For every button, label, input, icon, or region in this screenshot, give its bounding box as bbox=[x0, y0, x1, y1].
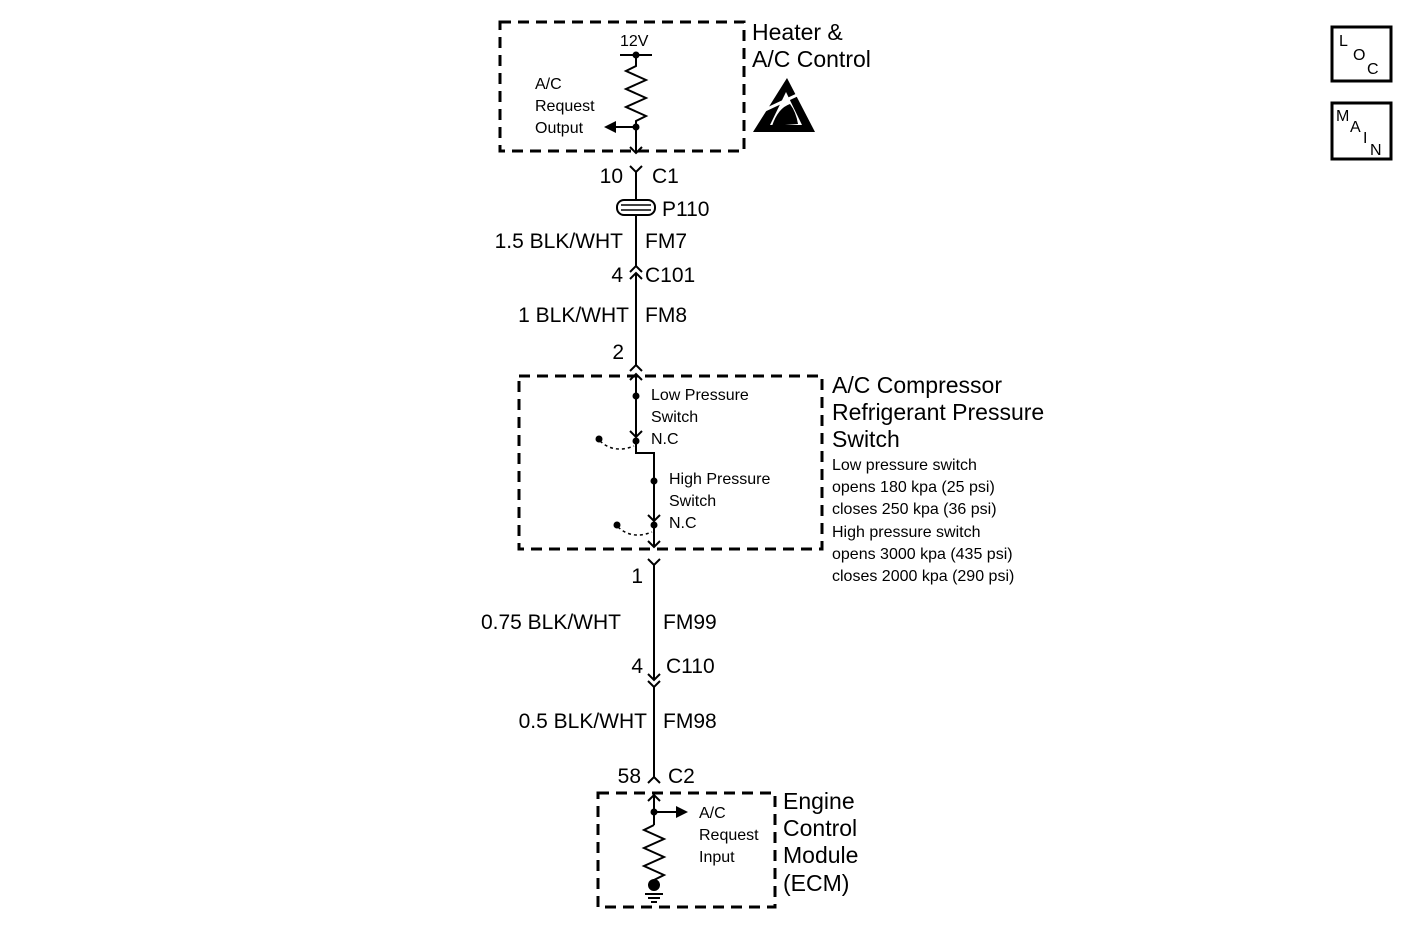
loc-button[interactable]: L O C bbox=[1330, 25, 1393, 83]
wire-fm8-circuit: FM8 bbox=[645, 304, 687, 327]
spec-line-3: closes 250 kpa (36 psi) bbox=[832, 501, 997, 518]
pressure-switch-title-2: Refrigerant Pressure bbox=[832, 399, 1044, 425]
heater-control-title-2: A/C Control bbox=[752, 46, 871, 72]
wire-fm7-circuit: FM7 bbox=[645, 230, 687, 253]
lower-harness: 1 0.75 BLK/WHT FM99 4 C110 0.5 BLK/WHT F… bbox=[481, 540, 717, 802]
c110-top-chevron bbox=[647, 673, 661, 682]
pullup-resistor bbox=[623, 55, 649, 153]
ecm-title-2: Control bbox=[783, 815, 857, 841]
input-label-3: Input bbox=[699, 849, 735, 866]
switch-bottom-pin: 1 bbox=[631, 565, 643, 588]
low-switch-blade bbox=[599, 440, 635, 450]
ecm-title-1: Engine bbox=[783, 788, 855, 814]
c110-name: C110 bbox=[666, 655, 715, 678]
low-switch-label-2: Switch bbox=[651, 409, 698, 426]
c110-bottom-chevron bbox=[647, 680, 661, 689]
c1-name: C1 bbox=[652, 165, 679, 188]
output-arrow-icon bbox=[604, 121, 616, 133]
high-switch-blade bbox=[617, 526, 653, 536]
c2-pin: 58 bbox=[618, 765, 641, 788]
ecm-box bbox=[596, 791, 777, 909]
high-switch-state: N.C bbox=[669, 515, 697, 532]
pressure-switch-box bbox=[517, 374, 824, 551]
heater-ac-control: 12V A/C Request Output Heater & A/C Cont… bbox=[498, 19, 871, 153]
high-switch-label-1: High Pressure bbox=[669, 471, 770, 488]
p110-name: P110 bbox=[662, 198, 710, 221]
c1-pin: 10 bbox=[600, 165, 623, 188]
engine-control-module: A/C Request Input Engine Control Module … bbox=[596, 788, 858, 909]
switch-bottom-chevron-1 bbox=[647, 540, 661, 549]
refrigerant-pressure-switch: Low Pressure Switch N.C High Pressure Sw… bbox=[517, 372, 1044, 585]
loc-letter-o: O bbox=[1353, 47, 1365, 64]
pressure-switch-title-1: A/C Compressor bbox=[832, 372, 1002, 398]
loc-letter-l: L bbox=[1339, 33, 1348, 50]
wire-fm7-spec: 1.5 BLK/WHT bbox=[495, 230, 624, 253]
heater-control-title-1: Heater & bbox=[752, 19, 843, 45]
switch-bottom-chevron-2 bbox=[647, 558, 661, 567]
ecm-title-4: (ECM) bbox=[783, 870, 849, 896]
spec-line-4: High pressure switch bbox=[832, 524, 981, 541]
pressure-switch-title-3: Switch bbox=[832, 426, 900, 452]
ground-node bbox=[648, 879, 660, 891]
main-letter-i: I bbox=[1363, 130, 1367, 147]
c101-pin: 4 bbox=[611, 264, 623, 287]
esd-warning-icon bbox=[753, 78, 815, 132]
spec-line-1: Low pressure switch bbox=[832, 457, 977, 474]
output-label-2: Request bbox=[535, 98, 595, 115]
wire-fm98-circuit: FM98 bbox=[663, 710, 717, 733]
spec-line-5: opens 3000 kpa (435 psi) bbox=[832, 546, 1013, 563]
low-switch-state: N.C bbox=[651, 431, 679, 448]
c2-name: C2 bbox=[668, 765, 695, 788]
input-arrow-icon bbox=[676, 806, 688, 818]
wire-fm98-spec: 0.5 BLK/WHT bbox=[519, 710, 648, 733]
input-label-2: Request bbox=[699, 827, 759, 844]
output-label-1: A/C bbox=[535, 76, 562, 93]
main-letter-m: M bbox=[1336, 108, 1349, 125]
c110-pin: 4 bbox=[631, 655, 643, 678]
low-switch-label-1: Low Pressure bbox=[651, 387, 749, 404]
spec-line-6: closes 2000 kpa (290 psi) bbox=[832, 568, 1014, 585]
output-label-3: Output bbox=[535, 120, 584, 137]
wire-fm8-spec: 1 BLK/WHT bbox=[518, 304, 629, 327]
switch-top-chevron-1 bbox=[629, 363, 643, 372]
p110-grommet bbox=[616, 199, 656, 216]
input-label-1: A/C bbox=[699, 805, 726, 822]
ecm-title-3: Module bbox=[783, 842, 858, 868]
heater-control-box bbox=[498, 20, 746, 153]
main-button[interactable]: M A I N bbox=[1330, 101, 1393, 161]
pulldown-resistor bbox=[641, 824, 667, 882]
upper-harness: 10 C1 P110 1.5 BLK/WHT FM7 4 C101 1 BLK/… bbox=[495, 146, 710, 381]
c1-bottom-chevron bbox=[629, 165, 643, 174]
spec-line-2: opens 180 kpa (25 psi) bbox=[832, 479, 995, 496]
switch-top-pin: 2 bbox=[612, 341, 624, 364]
main-letter-a: A bbox=[1350, 119, 1361, 136]
high-switch-label-2: Switch bbox=[669, 493, 716, 510]
switch-series-wire bbox=[635, 441, 655, 521]
supply-voltage-label: 12V bbox=[620, 33, 649, 50]
c1-top-chevron bbox=[629, 146, 643, 155]
wire-fm99-spec: 0.75 BLK/WHT bbox=[481, 611, 621, 634]
c101-name: C101 bbox=[645, 264, 695, 287]
c101-top-chevron bbox=[629, 264, 643, 273]
wire-fm99-circuit: FM99 bbox=[663, 611, 717, 634]
loc-letter-c: C bbox=[1367, 61, 1379, 78]
c2-top-chevron bbox=[647, 775, 661, 784]
main-letter-n: N bbox=[1370, 142, 1382, 159]
